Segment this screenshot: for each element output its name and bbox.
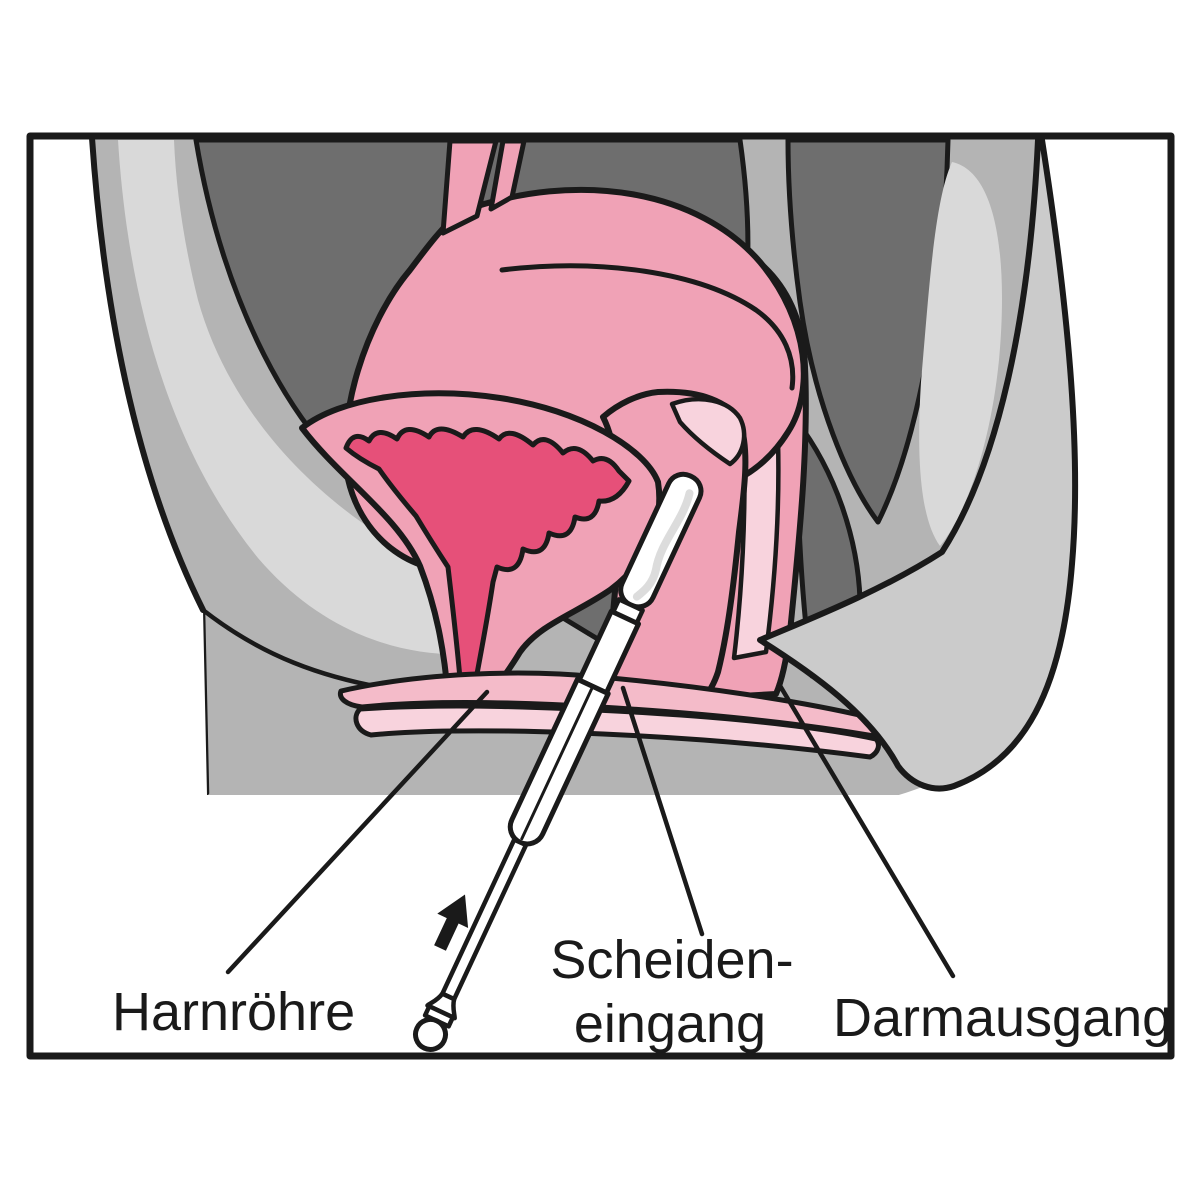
thigh-front-edge-line [200, 607, 210, 796]
applicator-barrel-seam [520, 687, 594, 841]
label-vaginal-entrance-line2: eingang [574, 994, 766, 1054]
uterine-cavity-line [499, 263, 796, 391]
tampon-applicator [413, 471, 704, 1052]
insertion-arrow-icon [434, 894, 469, 951]
body-cutout-left [30, 136, 207, 795]
belly-outline-line [89, 136, 206, 613]
applicator-grip-ball [413, 1016, 449, 1052]
label-vaginal-entrance-line1: Scheiden- [550, 930, 793, 990]
body-cutout-right [880, 136, 1171, 800]
body-cutout-bottom [30, 795, 1171, 1056]
bladder-lumen-and-urethra [343, 426, 632, 693]
back-highlight [919, 162, 1003, 546]
tampon-shading [632, 489, 694, 601]
label-anus: Darmausgang [833, 988, 1172, 1048]
leader-line-urethra [225, 689, 490, 975]
fallopian-tube-band-2 [488, 138, 527, 212]
label-urethra: Harnröhre [112, 982, 355, 1042]
vaginal-fornix [669, 396, 747, 467]
leader-line-vaginal-entrance [620, 685, 705, 937]
fallopian-tube-band-1 [440, 138, 499, 236]
leader-line-anus [776, 681, 956, 979]
frame-border [26, 132, 1175, 1060]
buttock [757, 137, 1079, 792]
